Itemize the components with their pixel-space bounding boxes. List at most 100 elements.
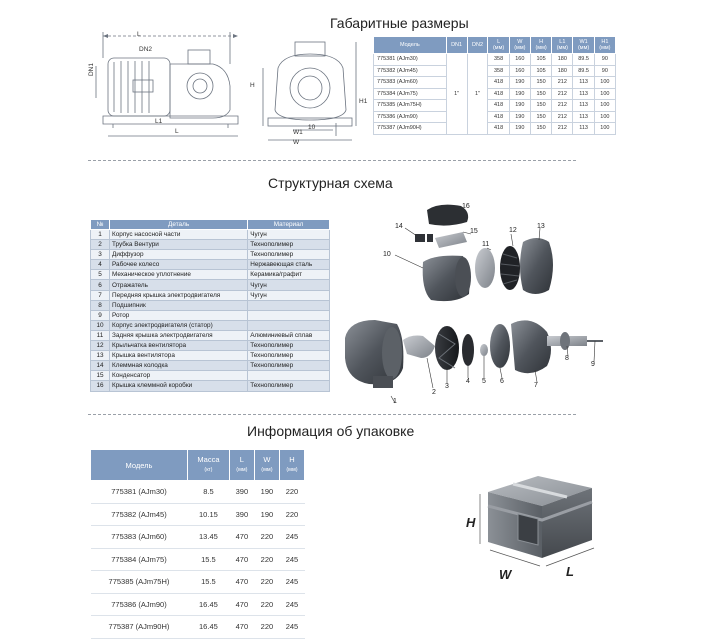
drawing-label-ten: 10 <box>308 124 316 131</box>
table-cell: 245 <box>279 525 305 549</box>
dimensions-table-header: Модель DN1 DN2 L(мм) W(мм) H(мм) L1(мм) … <box>373 36 617 54</box>
table-cell: 358 <box>487 53 510 66</box>
table-cell: 390 <box>229 502 255 526</box>
table-cell: 90 <box>593 64 617 77</box>
dim-col-unit: (мм) <box>514 45 526 51</box>
dimensions-table: Модель DN1 DN2 L(мм) W(мм) H(мм) L1(мм) … <box>373 36 617 135</box>
table-cell: 6 <box>90 279 110 291</box>
table-cell: 12 <box>90 340 110 352</box>
table-cell: 190 <box>508 99 531 112</box>
table-cell: 150 <box>529 76 553 89</box>
table-cell: 180 <box>551 53 574 66</box>
table-cell: Технополимер <box>247 249 330 261</box>
dim-col-label: H <box>539 39 544 45</box>
table-cell: 13 <box>90 350 110 362</box>
drawing-label-h: H <box>250 82 255 89</box>
table-cell: 16 <box>90 380 110 392</box>
table-cell: 2 <box>90 239 110 251</box>
dim-col-label: H1 <box>601 39 609 45</box>
table-cell: Корпус электродвигателя (статор) <box>108 319 249 331</box>
dim-col-unit: (мм) <box>535 45 547 51</box>
exploded-label-5: 5 <box>482 378 486 385</box>
box-label-l: L <box>566 564 574 579</box>
table-cell: 16.45 <box>187 615 230 639</box>
table-cell: 470 <box>229 570 255 594</box>
table-cell: 150 <box>529 122 553 135</box>
table-cell: 775381 (AJm30) <box>373 53 447 66</box>
drawing-label-l: L <box>175 128 179 135</box>
table-cell: 9 <box>90 309 110 321</box>
table-cell: 390 <box>229 480 255 504</box>
table-cell <box>247 309 330 321</box>
package-box-illustration <box>479 476 595 567</box>
pack-col-label: H <box>289 455 295 464</box>
parts-table-header: № Деталь Материал <box>90 219 330 230</box>
pack-col-unit: (кг) <box>204 467 213 473</box>
table-cell: 8.5 <box>187 480 230 504</box>
table-cell: Отражатель <box>108 279 249 291</box>
table-cell: Трубка Вентури <box>108 239 249 251</box>
pack-col-model: Модель <box>90 449 188 481</box>
table-cell: 160 <box>508 53 531 66</box>
table-cell: 418 <box>487 76 510 89</box>
table-cell: Чугун <box>247 289 330 301</box>
table-cell: Механическое уплотнение <box>108 269 249 281</box>
table-cell: 418 <box>487 99 510 112</box>
table-cell: 10.15 <box>187 502 230 526</box>
table-cell: 470 <box>229 615 255 639</box>
exploded-label-2: 2 <box>432 389 436 396</box>
dim-col-l: L(мм) <box>487 36 510 54</box>
table-cell: 212 <box>551 99 574 112</box>
drawing-label-w: W <box>293 139 300 146</box>
dim-col-l1: L1(мм) <box>551 36 574 54</box>
table-cell: 212 <box>551 76 574 89</box>
pump-dimension-drawing <box>95 32 357 141</box>
table-cell: 775383 (AJm60) <box>90 525 188 549</box>
table-cell: Диффузор <box>108 249 249 261</box>
drawing-label-dn2: DN2 <box>139 46 153 53</box>
table-cell: 470 <box>229 525 255 549</box>
parts-col-num: № <box>90 219 110 230</box>
box-label-w: W <box>499 567 512 582</box>
table-cell: Алюминиевый сплав <box>247 329 330 342</box>
pack-col-w: W(мм) <box>253 449 280 481</box>
table-cell: 775382 (AJm45) <box>373 64 447 77</box>
table-cell: 212 <box>551 110 574 123</box>
table-cell: Технополимер <box>247 340 330 352</box>
exploded-label-4: 4 <box>466 378 470 385</box>
table-cell: Чугун <box>247 279 330 291</box>
pack-col-unit: (мм) <box>261 467 273 473</box>
table-cell: 113 <box>572 99 595 112</box>
dim-col-label: L <box>497 39 501 45</box>
dim-col-label: DN2 <box>472 42 484 48</box>
packing-title: Информация об упаковке <box>247 423 415 439</box>
table-cell: 470 <box>229 547 255 571</box>
pack-col-h: H(мм) <box>278 449 306 481</box>
table-cell: 1" <box>445 53 468 135</box>
table-cell: 160 <box>508 64 531 77</box>
table-cell: 775386 (AJm90) <box>373 110 447 123</box>
drawing-label-l1: L1 <box>155 118 163 125</box>
table-cell: Чугун <box>247 228 330 241</box>
table-cell: Задняя крышка электродвигателя <box>108 329 249 342</box>
table-cell: 15.5 <box>187 570 230 594</box>
dim-col-unit: (мм) <box>577 45 590 51</box>
table-cell: Крыльчатка вентилятора <box>108 340 249 352</box>
table-cell: 105 <box>529 53 553 66</box>
dim-col-label: Модель <box>399 42 420 48</box>
